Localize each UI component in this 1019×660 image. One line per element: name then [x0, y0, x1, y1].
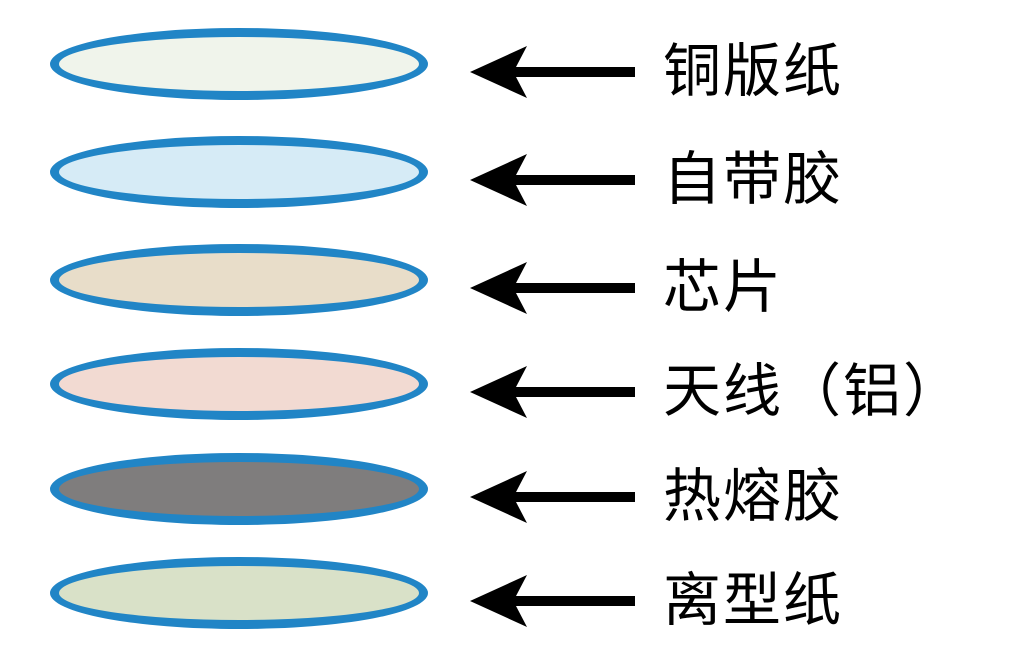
layer-ellipse	[50, 348, 428, 420]
layer-row: 离型纸	[0, 557, 1019, 633]
layer-row: 热熔胶	[0, 453, 1019, 529]
left-arrow-icon	[470, 366, 635, 418]
left-arrow-icon	[470, 154, 635, 206]
layer-ellipse	[50, 453, 428, 525]
layer-row: 芯片	[0, 244, 1019, 320]
layer-label: 离型纸	[663, 568, 844, 633]
left-arrow-icon	[470, 262, 635, 314]
left-arrow-icon	[470, 46, 635, 98]
layer-row: 自带胶	[0, 136, 1019, 212]
layer-ellipse	[50, 244, 428, 316]
layer-row: 天线（铝）	[0, 348, 1019, 424]
layer-label: 芯片	[663, 255, 784, 320]
layer-ellipse	[50, 557, 428, 629]
left-arrow-icon	[470, 575, 635, 627]
layer-label: 天线（铝）	[663, 359, 964, 424]
left-arrow-icon	[470, 471, 635, 523]
layer-row: 铜版纸	[0, 28, 1019, 104]
layer-label: 自带胶	[663, 147, 844, 212]
layer-ellipse	[50, 28, 428, 100]
layer-ellipse	[50, 136, 428, 208]
layer-label: 热熔胶	[663, 464, 844, 529]
layer-label: 铜版纸	[663, 39, 844, 104]
